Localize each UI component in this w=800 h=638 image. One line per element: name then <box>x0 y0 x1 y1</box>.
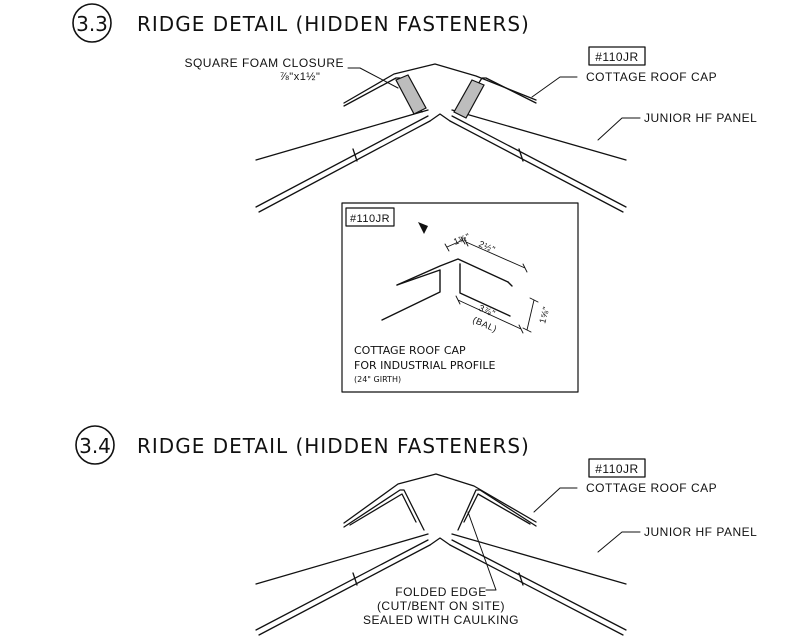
detail-3-3: 3.3 RIDGE DETAIL (HIDDEN FASTENERS) <box>72 3 757 213</box>
cap-profile-left <box>381 269 441 321</box>
part-tag: #110JR <box>595 50 638 64</box>
foam-closure <box>395 74 485 119</box>
detail-3-4: 3.4 RIDGE DETAIL (HIDDEN FASTENERS) <box>75 425 757 636</box>
arrow-icon <box>418 222 428 234</box>
part-tag: #110JR <box>595 462 638 476</box>
ridge-cap <box>343 473 537 531</box>
cap-profile-top <box>396 258 509 286</box>
foam-closure-size: ⅞"x1½" <box>280 71 321 83</box>
cap-profile-right <box>459 263 511 317</box>
panel-leader <box>597 531 641 553</box>
folded-edge-label-line3: SEALED WITH CAULKING <box>363 613 519 627</box>
panel-label: JUNIOR HF PANEL <box>644 525 757 539</box>
roof-panels <box>255 109 627 213</box>
cap-label: COTTAGE ROOF CAP <box>586 481 717 495</box>
inset-frame <box>341 202 579 393</box>
inset-tag-box <box>345 207 395 227</box>
dim-b: 2½" <box>477 239 497 255</box>
inset-caption-line3: (24" GIRTH) <box>354 375 401 384</box>
cap-leader <box>531 76 578 98</box>
detail-title: RIDGE DETAIL (HIDDEN FASTENERS) <box>137 12 530 36</box>
dim-d: 1⅝" <box>537 305 551 324</box>
panel-label: JUNIOR HF PANEL <box>644 111 757 125</box>
dim-a: 1½" <box>452 231 472 247</box>
inset-part-tag: #110JR <box>350 213 390 225</box>
part-tag-box <box>588 458 646 478</box>
inset-cap-profile: #110JR 1½" 2½" 3⅞" (BAL) 1⅝" COTTAGE ROO… <box>341 202 579 393</box>
detail-number-bubble <box>72 3 112 43</box>
detail-number: 3.3 <box>76 12 108 36</box>
foam-leader <box>347 67 399 89</box>
detail-title: RIDGE DETAIL (HIDDEN FASTENERS) <box>137 434 530 458</box>
folded-edge-leader <box>467 511 497 591</box>
roof-panels <box>255 533 627 636</box>
inset-caption-line2: FOR INDUSTRIAL PROFILE <box>354 359 495 372</box>
folded-edge-label-line2: (CUT/BENT ON SITE) <box>377 599 505 613</box>
ridge-cap <box>343 63 537 113</box>
inset-caption-line1: COTTAGE ROOF CAP <box>354 344 466 357</box>
detail-number-bubble <box>75 425 115 465</box>
cap-leader <box>533 487 578 513</box>
cap-hem <box>507 281 513 287</box>
part-tag-box <box>588 46 646 66</box>
cap-label: COTTAGE ROOF CAP <box>586 70 717 84</box>
detail-number: 3.4 <box>79 434 111 458</box>
folded-edge-label-line1: FOLDED EDGE <box>395 585 487 599</box>
foam-closure-label: SQUARE FOAM CLOSURE <box>184 56 344 70</box>
dim-c-note: (BAL) <box>471 315 498 335</box>
dimension-lines <box>444 236 539 334</box>
panel-leader <box>597 117 641 141</box>
